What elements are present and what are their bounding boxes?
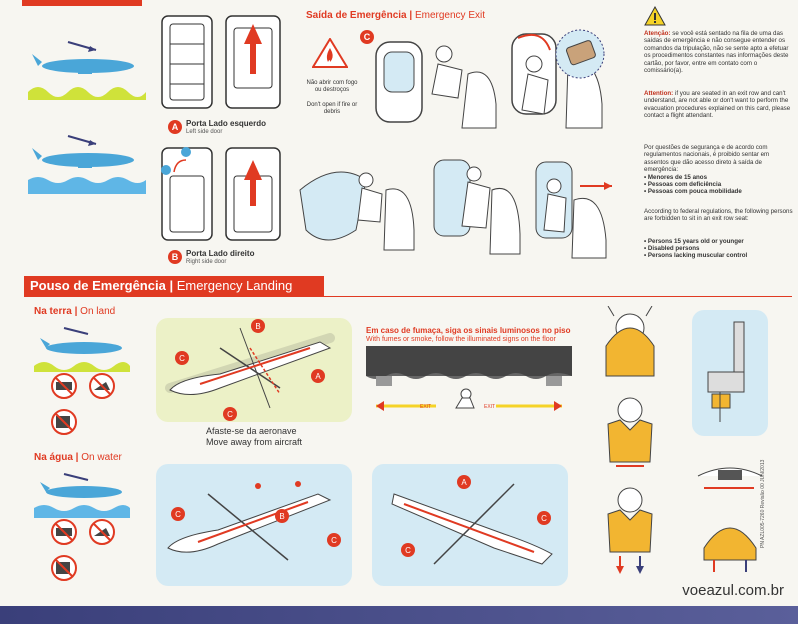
landing-rule: [24, 296, 792, 297]
move-away-en: Move away from aircraft: [206, 437, 303, 447]
door-a-label: Porta Lado esquerdo: [186, 119, 267, 128]
door-a-diagram: [161, 15, 281, 109]
exit-sign-right: EXIT: [484, 404, 496, 410]
svg-text:C: C: [175, 510, 181, 519]
top-red-strip: [22, 0, 142, 6]
life-vest-sequence: [605, 306, 655, 574]
landing-title: Pouso de Emergência | Emergency Landing: [24, 276, 324, 296]
water-evacuation-diagram-2: A C C: [391, 475, 553, 565]
exit-title: Saída de Emergência | Emergency Exit: [306, 10, 485, 21]
no-luggage-no-heels-icons: [51, 373, 115, 435]
water-no-items-icons: [51, 519, 115, 581]
rules-pt-item-2: • Pessoas com deficiência: [644, 181, 722, 188]
plane-takeoff-grass-icon: [28, 41, 146, 100]
svg-text:C: C: [405, 546, 411, 555]
plane-water-icon: [34, 473, 130, 518]
svg-text:C: C: [227, 410, 233, 419]
marker-c-exit: C: [360, 30, 374, 44]
door-b-sub: Right side door: [186, 259, 227, 265]
rules-en-item-2: • Disabled persons: [644, 245, 700, 252]
rules-en: According to federal regulations, the fo…: [644, 208, 793, 223]
on-water-title: Na água | On water: [34, 452, 122, 463]
fire-warn-pt: Não abrir com fogo ou destroços: [306, 80, 358, 93]
smoke-instruction-en: With fumes or smoke, follow the illumina…: [366, 336, 556, 343]
svg-text:B: B: [279, 512, 284, 521]
svg-text:A: A: [315, 372, 321, 381]
rules-en-item-3: • Persons lacking muscular control: [644, 252, 748, 259]
svg-text:C: C: [541, 514, 547, 523]
land-evacuation-diagram: B C A C: [165, 319, 335, 421]
exit-sequence-step2: [299, 159, 612, 259]
footer-bar: [0, 606, 798, 624]
rules-pt: Por questões de segurança e de acordo co…: [644, 144, 770, 174]
plane-ditching-water-icon: [28, 135, 146, 194]
exit-sign-left: EXIT: [420, 404, 432, 410]
smoke-instruction-pt: Em caso de fumaça, siga os sinais lumino…: [366, 326, 571, 335]
attention-en: Attention: if you are seated in an exit …: [644, 90, 791, 120]
door-a-sub: Left side door: [186, 129, 223, 135]
water-evacuation-diagram-1: C B C: [167, 481, 341, 561]
vest-buckle-diagram: [697, 467, 763, 489]
move-away-pt: Afaste-se da aeronave: [206, 426, 297, 436]
warning-triangle-icon: [644, 6, 666, 26]
on-land-title: Na terra | On land: [34, 306, 116, 317]
marker-b-door: B: [168, 250, 182, 264]
attention-pt: Atenção: se você está sentado na fila de…: [644, 30, 789, 75]
rules-pt-item-3: • Pessoas com pouca mobilidade: [644, 188, 742, 195]
doc-reference: PN AZL005-7260 Revisão 00 JUN/2013: [760, 459, 766, 548]
vest-inflate-diagram: [703, 527, 757, 572]
fire-warn-en: Don't open if fire or debris: [306, 102, 358, 115]
svg-text:C: C: [179, 354, 185, 363]
marker-a-door: A: [168, 120, 182, 134]
svg-text:B: B: [255, 322, 260, 331]
door-b-diagram: [161, 147, 281, 241]
svg-text:A: A: [461, 478, 467, 487]
smoke-floor-lights-diagram: [366, 346, 572, 411]
seat-vest-location-diagram: [707, 321, 745, 422]
exit-sequence-step1: [375, 29, 605, 129]
plane-land-icon: [34, 327, 130, 372]
door-b-label: Porta Lado direito: [186, 249, 255, 258]
svg-text:C: C: [331, 536, 337, 545]
fire-warning-icon: [312, 38, 348, 68]
footer-url: voeazul.com.br: [682, 582, 784, 599]
rules-en-item-1: • Persons 15 years old or younger: [644, 238, 744, 245]
rules-pt-item-1: • Menores de 15 anos: [644, 174, 708, 181]
